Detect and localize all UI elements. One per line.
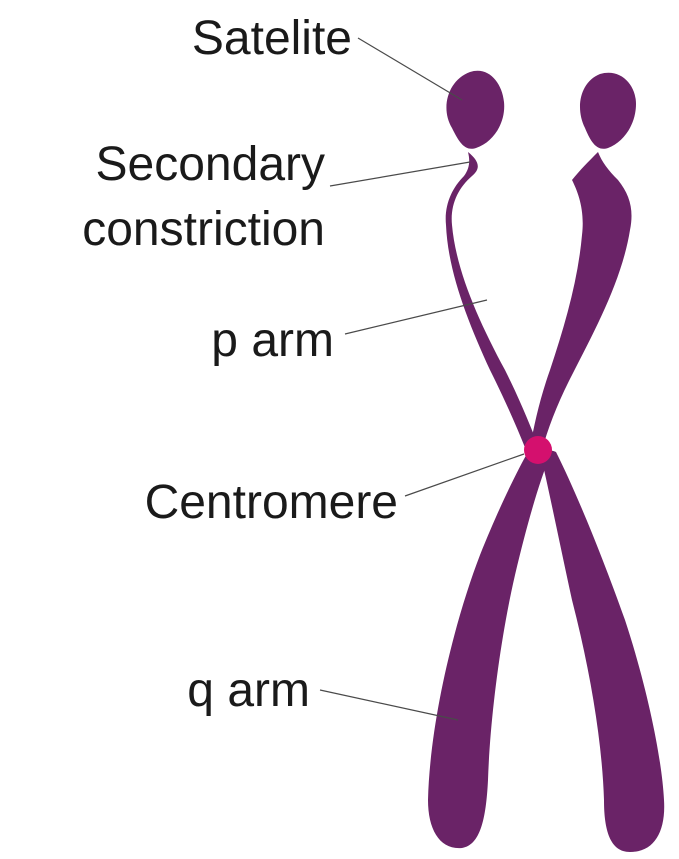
right-q-arm bbox=[540, 451, 664, 853]
labels: Satelite Secondary constriction p arm Ce… bbox=[82, 12, 398, 717]
centromere-label: Centromere bbox=[145, 476, 398, 529]
q-arm-leader bbox=[320, 690, 458, 720]
right-p-arm bbox=[530, 152, 632, 450]
right-chromatid bbox=[530, 73, 664, 852]
left-q-arm bbox=[428, 448, 550, 848]
centromere-leader bbox=[405, 454, 524, 496]
satelite-leader bbox=[358, 38, 462, 100]
p-arm-leader bbox=[345, 300, 487, 334]
q-arm-label: q arm bbox=[187, 664, 310, 717]
centromere-dot bbox=[524, 436, 552, 464]
left-p-arm bbox=[446, 152, 540, 452]
left-satellite bbox=[446, 71, 504, 149]
p-arm-label: p arm bbox=[211, 314, 334, 367]
right-satellite bbox=[580, 73, 636, 149]
constriction-label: constriction bbox=[82, 203, 325, 256]
secondary-constriction-leader bbox=[330, 162, 470, 186]
satelite-label: Satelite bbox=[192, 12, 352, 65]
secondary-label: Secondary bbox=[96, 138, 325, 191]
